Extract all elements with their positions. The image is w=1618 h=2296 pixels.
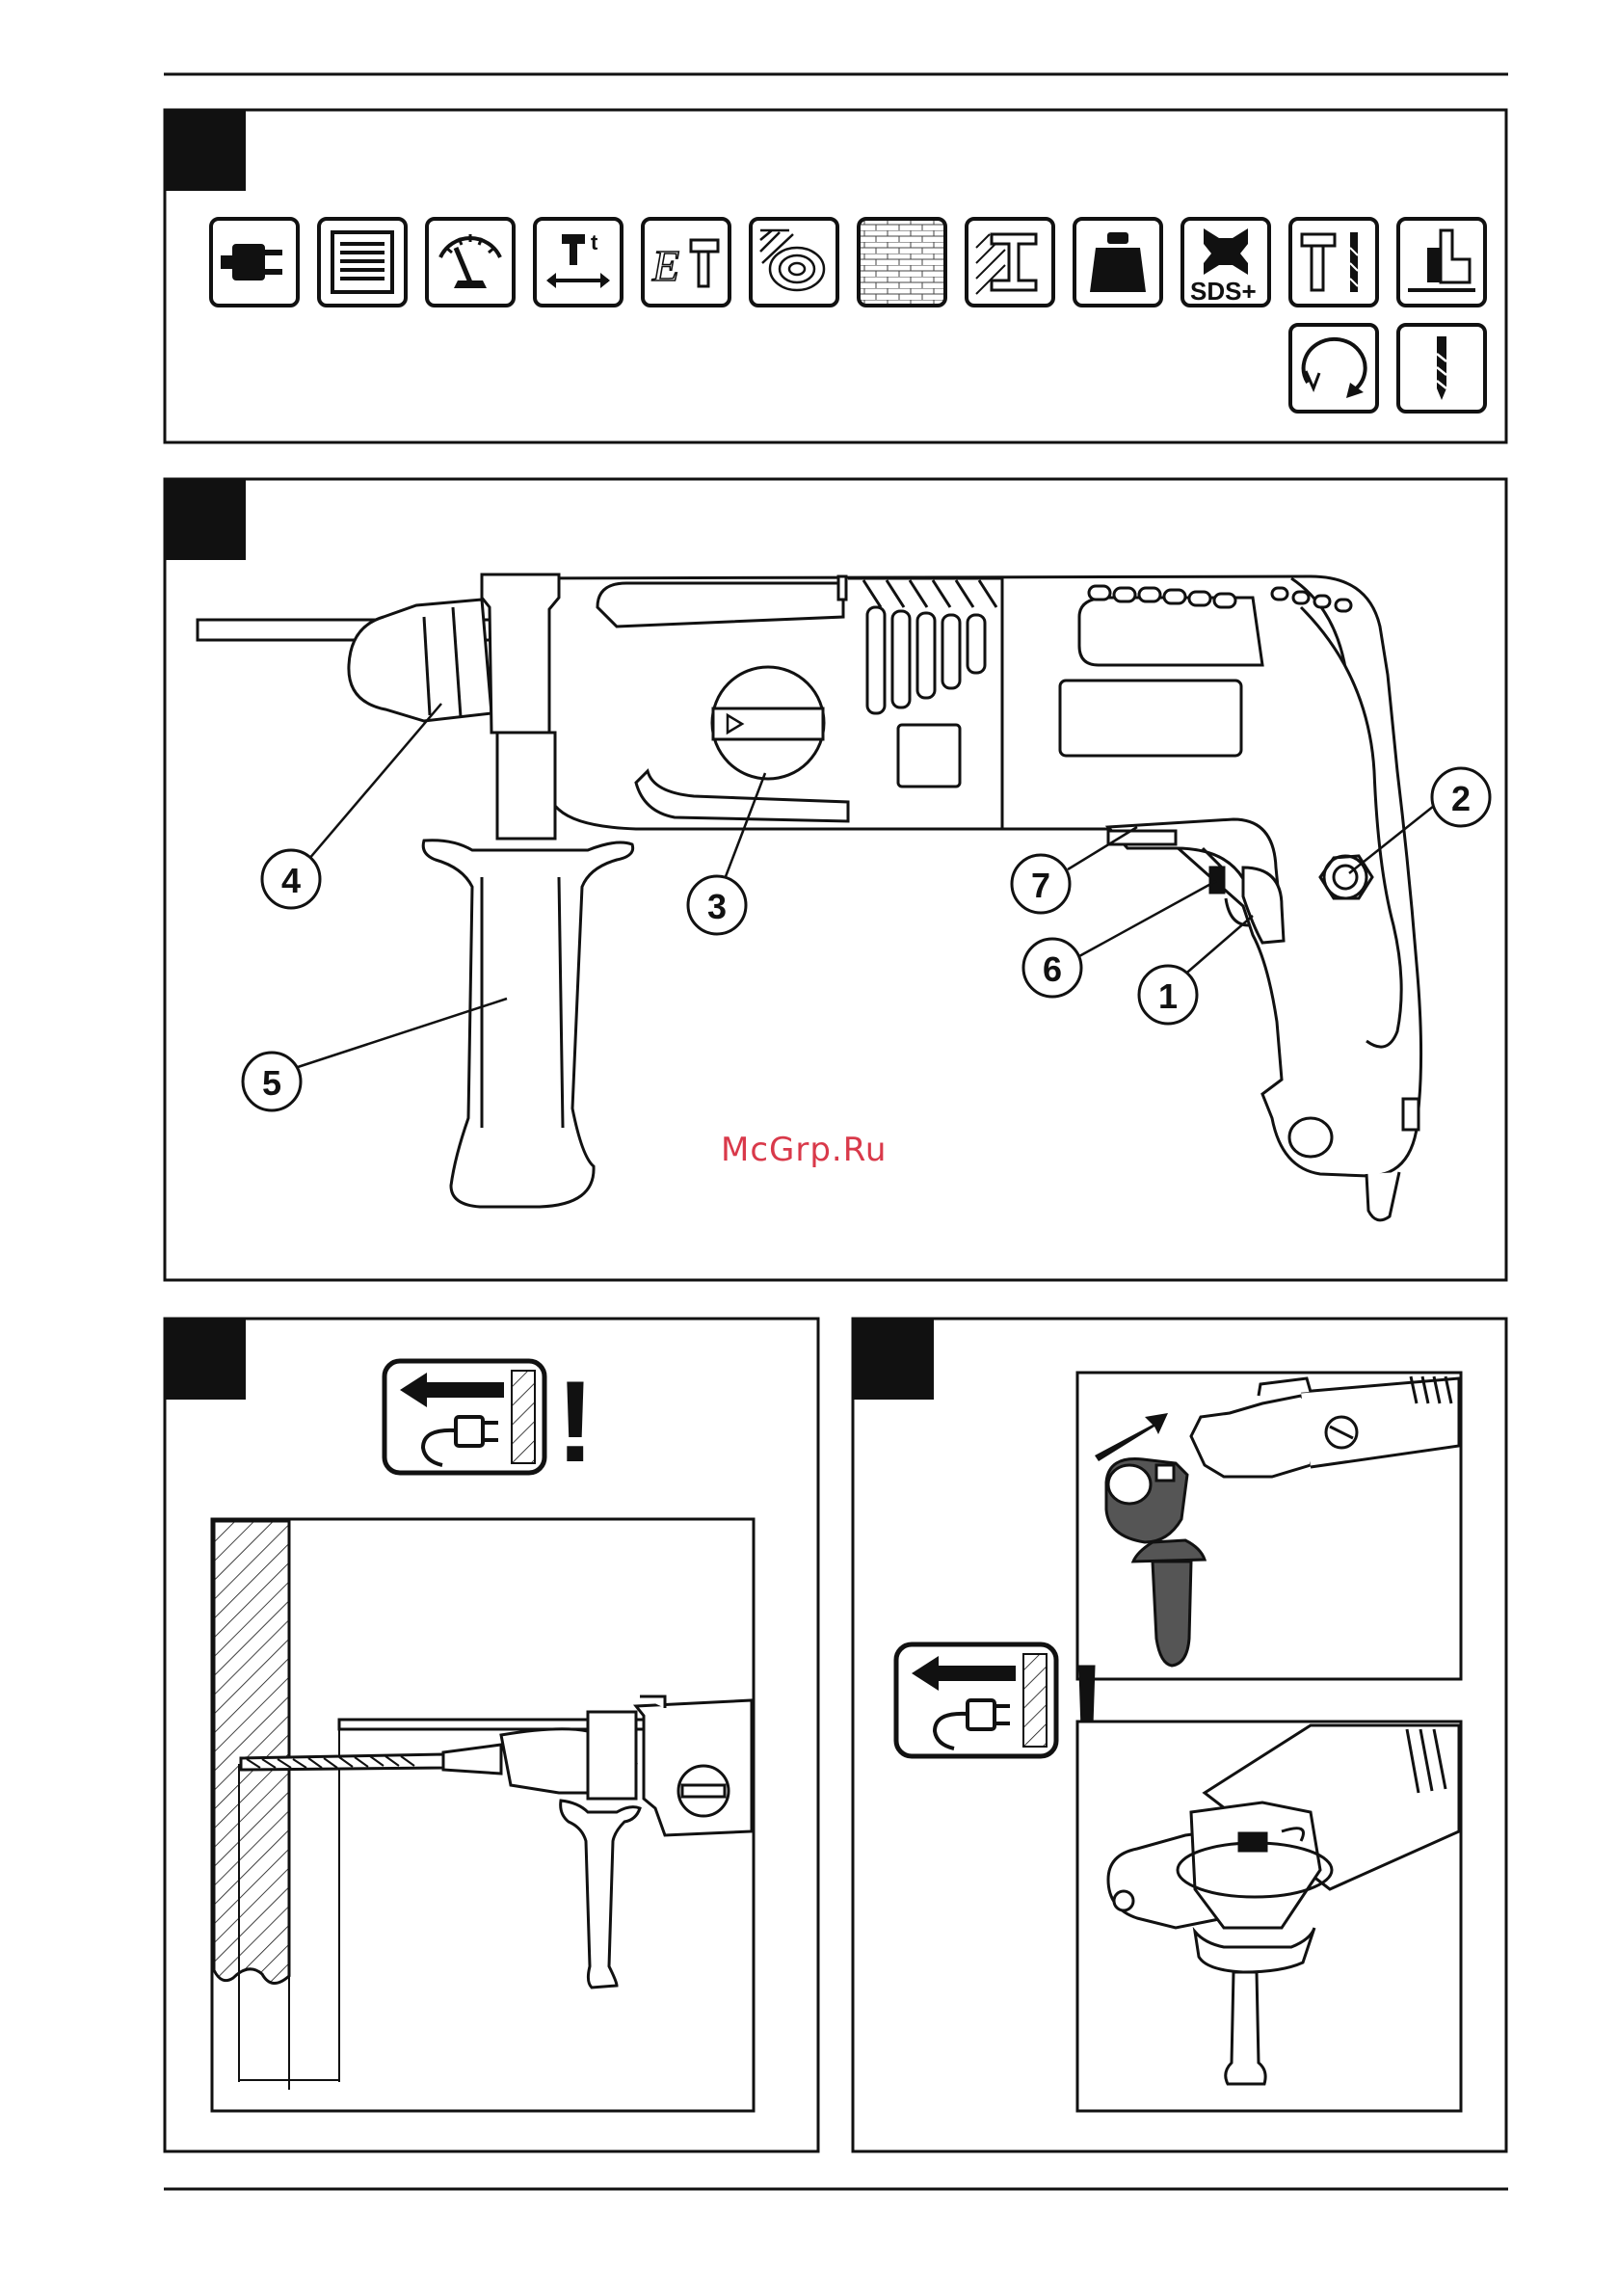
watermark: McGrp.Ru	[721, 1131, 887, 1169]
drill-bit-icon	[1398, 325, 1485, 412]
motor-icon	[319, 219, 406, 306]
callout-6-label: 6	[1043, 949, 1062, 989]
unplug-warning-icon: !	[385, 1357, 595, 1486]
callout-3: 3	[688, 876, 746, 934]
callout-6: 6	[1023, 939, 1081, 997]
callout-1: 1	[1139, 966, 1197, 1024]
callout-5-label: 5	[262, 1063, 281, 1103]
mode-selector-dial	[712, 667, 824, 779]
side-handle-mounting-panel: !	[853, 1319, 1506, 2151]
panel-marker	[165, 479, 246, 560]
panel-marker	[165, 1319, 246, 1400]
plug-icon	[211, 219, 298, 306]
callout-5: 5	[243, 1053, 301, 1110]
chuck	[349, 600, 491, 721]
callout-7-label: 7	[1031, 866, 1050, 905]
callout-2-label: 2	[1451, 779, 1471, 818]
panel-marker	[853, 1319, 934, 1400]
panel-marker	[165, 110, 246, 191]
wood-icon	[751, 219, 837, 306]
symbols-panel: t E	[165, 110, 1506, 442]
hammer-stroke-icon: t	[535, 219, 622, 306]
callout-3-label: 3	[707, 887, 727, 926]
steel-beam-icon	[967, 219, 1053, 306]
warning-exclamation: !	[556, 1357, 595, 1486]
et-letter: E	[651, 241, 679, 290]
wall-section	[214, 1521, 289, 1984]
callout-2: 2	[1432, 768, 1490, 826]
rotation-icon	[1290, 325, 1377, 412]
callout-4-label: 4	[281, 861, 301, 900]
hammer-t-label: t	[591, 230, 598, 254]
gauge-icon	[427, 219, 514, 306]
weight-icon	[1074, 219, 1161, 306]
unplug-warning-icon: !	[896, 1641, 1106, 1770]
sds-label: SDS+	[1190, 277, 1257, 306]
collar-icon	[1398, 219, 1485, 306]
hammer-drill-icon	[1290, 219, 1377, 306]
drill-overview-panel: 4 3 5 7 6 1 2 McGrp.Ru	[165, 479, 1506, 1280]
callout-7: 7	[1012, 855, 1070, 913]
callout-4: 4	[262, 850, 320, 908]
et-hammer-icon: E	[643, 219, 729, 306]
depth-stop-panel: !	[165, 1319, 818, 2151]
callout-1-label: 1	[1158, 976, 1178, 1016]
sds-plus-icon: SDS+	[1182, 219, 1269, 306]
brick-icon	[859, 219, 945, 306]
